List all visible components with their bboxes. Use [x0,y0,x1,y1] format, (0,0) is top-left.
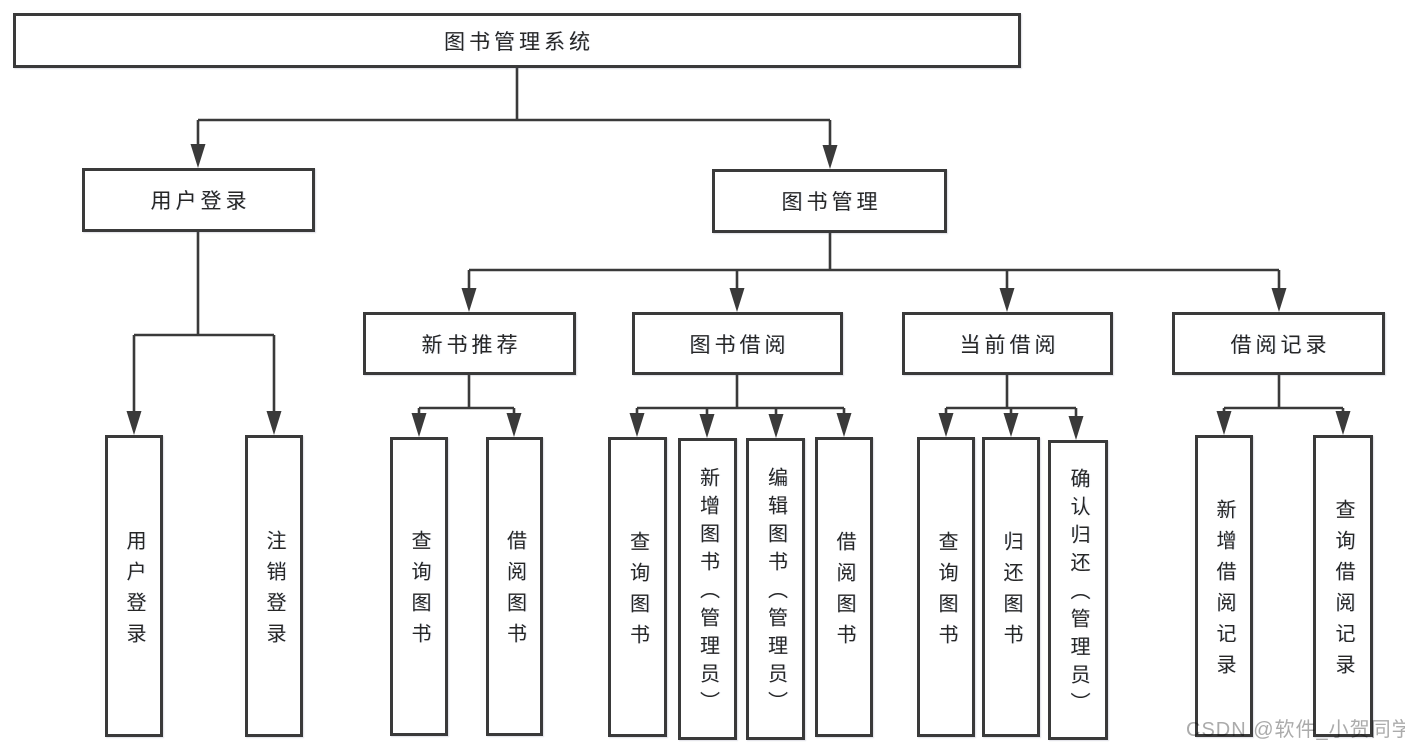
node-leaf-user-login: 用户登录 [105,435,163,737]
node-leaf-logout: 注销登录 [245,435,303,737]
node-leaf-confirm-return-admin: 确认归还（管理员） [1048,440,1108,740]
node-book-management: 图书管理 [712,169,947,233]
connector-record-branch [1222,375,1345,413]
node-leaf-borrow-book-1: 借阅图书 [486,437,543,736]
node-leaf-add-borrow-record: 新增借阅记录 [1195,435,1253,737]
node-leaf-query-book-3: 查询图书 [917,437,975,737]
node-leaf-query-borrow-record: 查询借阅记录 [1313,435,1373,737]
connector-user-login-branch [132,232,276,413]
node-leaf-edit-book-admin: 编辑图书（管理员） [746,438,805,740]
connector-book-mgmt-branch [467,233,1281,290]
node-library-system: 图书管理系统 [13,13,1021,68]
node-user-login: 用户登录 [82,168,315,232]
node-new-book-recommend: 新书推荐 [363,312,576,375]
connector-root-to-level2 [196,68,832,151]
node-current-borrow: 当前借阅 [902,312,1113,375]
connector-new-book-branch [417,375,516,415]
node-leaf-add-book-admin: 新增图书（管理员） [678,438,737,740]
node-leaf-return-book: 归还图书 [982,437,1040,737]
csdn-watermark: CSDN @软件_小贺同学 [1186,719,1405,741]
node-borrow-record: 借阅记录 [1172,312,1385,375]
node-leaf-query-book-1: 查询图书 [390,437,448,736]
connector-borrow-branch [635,375,846,416]
node-leaf-query-book-2: 查询图书 [608,437,667,737]
connector-current-branch [944,375,1078,418]
node-book-borrow: 图书借阅 [632,312,843,375]
node-leaf-borrow-book-2: 借阅图书 [815,437,873,737]
